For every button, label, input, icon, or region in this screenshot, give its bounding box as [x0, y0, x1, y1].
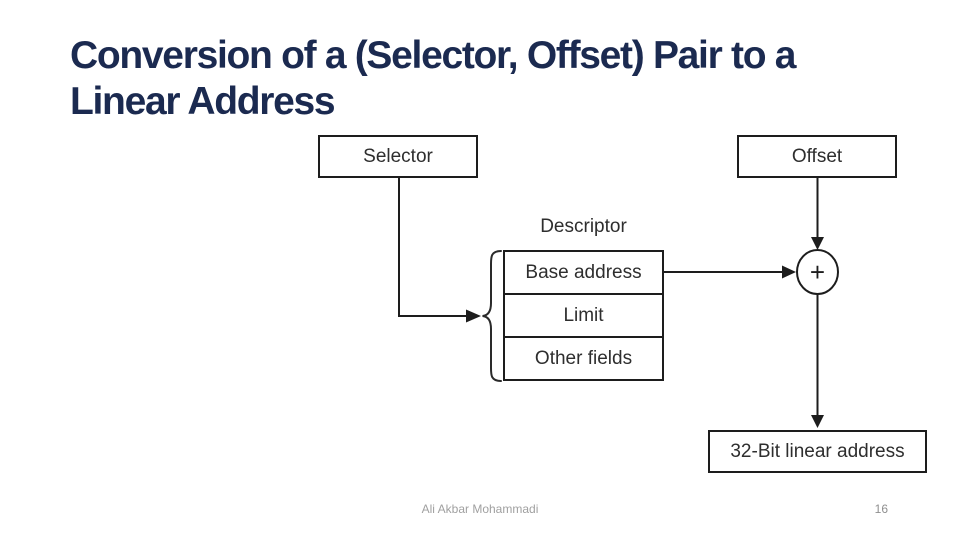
descriptor-label: Descriptor [540, 216, 627, 237]
descriptor-row-base-address: Base address [525, 261, 642, 283]
descriptor-row-other-fields: Other fields [505, 336, 662, 379]
selector-to-descriptor-arrow [398, 178, 481, 323]
page-title: Conversion of a (Selector, Offset) Pair … [70, 33, 880, 125]
linear-address-box: 32-Bit linear address [708, 430, 927, 473]
linear-address-box-label: 32-Bit linear address [730, 440, 905, 462]
offset-box: Offset [737, 135, 897, 178]
page-title-line2: Linear Address [70, 80, 336, 123]
adder-circle: + [796, 249, 839, 295]
adder-to-result-arrow [811, 294, 824, 428]
selector-box-label: Selector [363, 145, 433, 167]
offset-box-label: Offset [791, 145, 843, 167]
descriptor-table: Base address Limit Other fields [503, 250, 664, 381]
page-title-line1: Conversion of a (Selector, Offset) Pair … [70, 34, 796, 77]
plus-icon: + [810, 257, 825, 287]
footer-author: Ali Akbar Mohammadi [421, 502, 539, 516]
base-address-to-adder-arrow [664, 265, 796, 279]
descriptor-brace [482, 250, 502, 382]
offset-to-adder-arrow [811, 178, 824, 250]
footer-page-number: 16 [874, 502, 888, 516]
selector-box: Selector [318, 135, 478, 178]
descriptor-row-limit: Limit [505, 293, 662, 336]
